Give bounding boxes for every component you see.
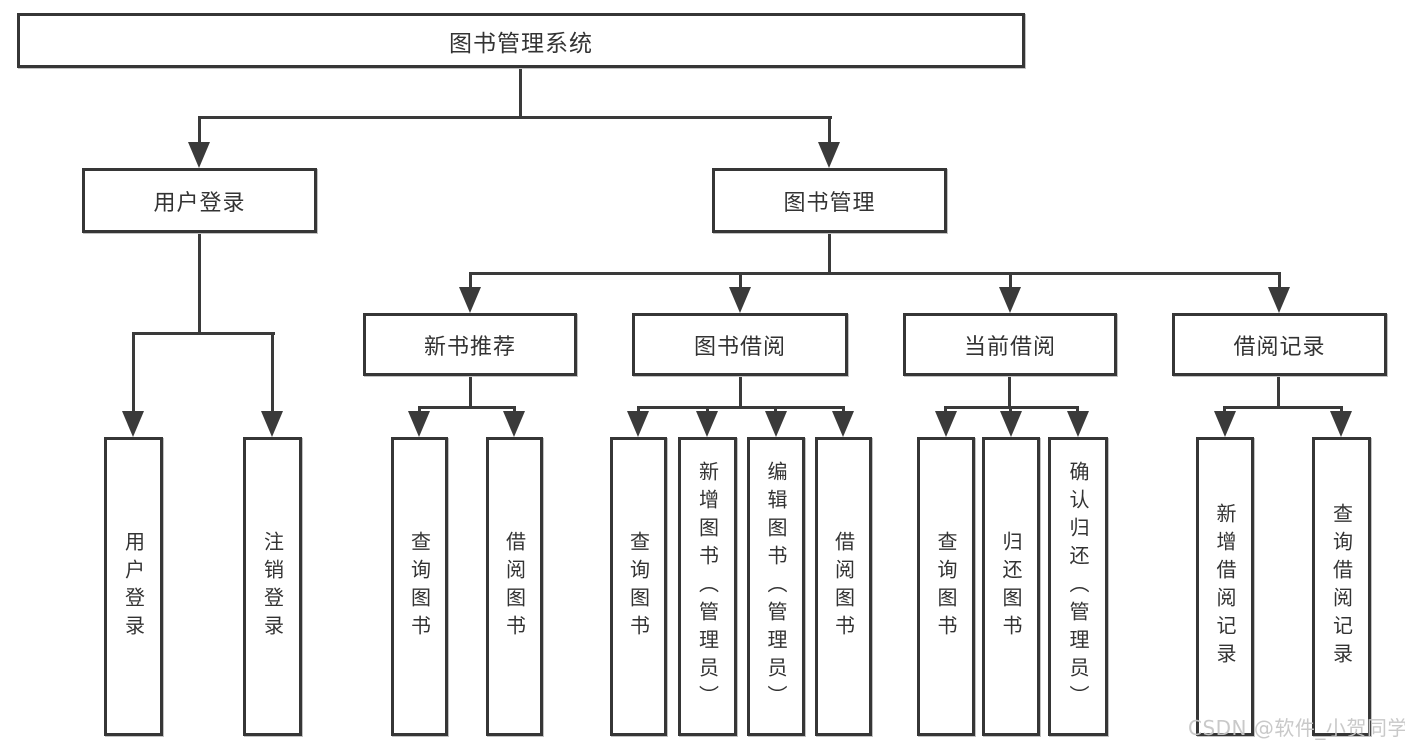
node-label: 图书管理系统 [449, 30, 593, 57]
node-label: 当前借阅 [963, 334, 1056, 360]
arrowhead-down [729, 287, 751, 313]
connector-line [418, 406, 516, 409]
connector-line [198, 116, 832, 119]
connector-line [1223, 406, 1343, 409]
connector-line [198, 116, 201, 148]
connector-line [637, 406, 845, 409]
connector-line [271, 332, 274, 418]
arrowhead-down [765, 411, 787, 437]
connector-line [1009, 272, 1012, 292]
arrowhead-down [935, 411, 957, 437]
node-label: 查询图书 [626, 530, 651, 643]
node-label: 查询图书 [934, 530, 958, 643]
arrowhead-down [1268, 287, 1290, 313]
leaf-borrow-books-borrowing: 借阅图书 [815, 437, 872, 736]
node-label: 编辑图书（管理员） [764, 460, 788, 713]
node-label: 注销登录 [260, 530, 285, 643]
node-book-borrowing: 图书借阅 [632, 313, 848, 376]
leaf-query-borrow-record: 查询借阅记录 [1312, 437, 1371, 736]
leaf-query-books-borrowing: 查询图书 [610, 437, 667, 736]
node-label: 图书管理 [783, 190, 876, 216]
node-label: 查询图书 [407, 530, 432, 643]
arrowhead-down [696, 411, 718, 437]
connector-line [828, 116, 831, 148]
node-label: 借阅记录 [1233, 334, 1326, 360]
arrowhead-down [1067, 411, 1089, 437]
connector-line [828, 231, 831, 275]
connector-line [1008, 374, 1011, 409]
arrowhead-down [1214, 411, 1236, 437]
connector-line [198, 231, 201, 335]
csdn-watermark: CSDN @软件_小贺同学 [1188, 716, 1405, 740]
leaf-edit-books-admin: 编辑图书（管理员） [747, 437, 805, 736]
connector-line [469, 272, 1281, 275]
arrowhead-down [408, 411, 430, 437]
node-new-book-recommend: 新书推荐 [363, 313, 577, 376]
node-book-management: 图书管理 [712, 168, 947, 233]
node-user-login: 用户登录 [82, 168, 317, 233]
node-label: 用户登录 [153, 190, 246, 216]
arrowhead-down [999, 287, 1021, 313]
arrowhead-down [627, 411, 649, 437]
leaf-logout: 注销登录 [243, 437, 302, 736]
arrowhead-down [832, 411, 854, 437]
node-label: 用户登录 [121, 530, 146, 643]
connector-line [132, 332, 275, 335]
connector-line [1277, 374, 1280, 409]
node-label: 确认归还（管理员） [1066, 460, 1090, 713]
node-label: 新增图书（管理员） [695, 460, 720, 713]
leaf-return-books: 归还图书 [982, 437, 1040, 736]
leaf-add-borrow-record: 新增借阅记录 [1196, 437, 1254, 736]
arrowhead-down [503, 411, 525, 437]
arrowhead-down [188, 142, 210, 168]
connector-line [469, 272, 472, 292]
node-label: 借阅图书 [502, 530, 527, 643]
node-label: 借阅图书 [831, 530, 856, 643]
connector-line [519, 66, 522, 119]
connector-line [132, 332, 135, 418]
leaf-borrow-books-recommend: 借阅图书 [486, 437, 543, 736]
node-label: 图书借阅 [693, 334, 786, 360]
leaf-confirm-return-admin: 确认归还（管理员） [1048, 437, 1108, 736]
node-label: 新书推荐 [423, 334, 516, 360]
connector-line [469, 374, 472, 409]
node-borrow-records: 借阅记录 [1172, 313, 1387, 376]
node-library-system: 图书管理系统 [17, 13, 1025, 68]
node-current-borrowing: 当前借阅 [903, 313, 1117, 376]
connector-line [739, 272, 742, 292]
connector-line [1278, 272, 1281, 292]
node-label: 归还图书 [999, 530, 1023, 643]
arrowhead-down [1330, 411, 1352, 437]
arrowhead-down [261, 411, 283, 437]
leaf-query-books-recommend: 查询图书 [391, 437, 448, 736]
arrowhead-down [459, 287, 481, 313]
arrowhead-down [1000, 411, 1022, 437]
node-label: 新增借阅记录 [1213, 502, 1237, 671]
leaf-user-login: 用户登录 [104, 437, 163, 736]
connector-line [739, 374, 742, 409]
node-label: 查询借阅记录 [1329, 502, 1354, 671]
arrowhead-down [122, 411, 144, 437]
leaf-add-books-admin: 新增图书（管理员） [678, 437, 737, 736]
arrowhead-down [818, 142, 840, 168]
leaf-query-books-current: 查询图书 [917, 437, 975, 736]
